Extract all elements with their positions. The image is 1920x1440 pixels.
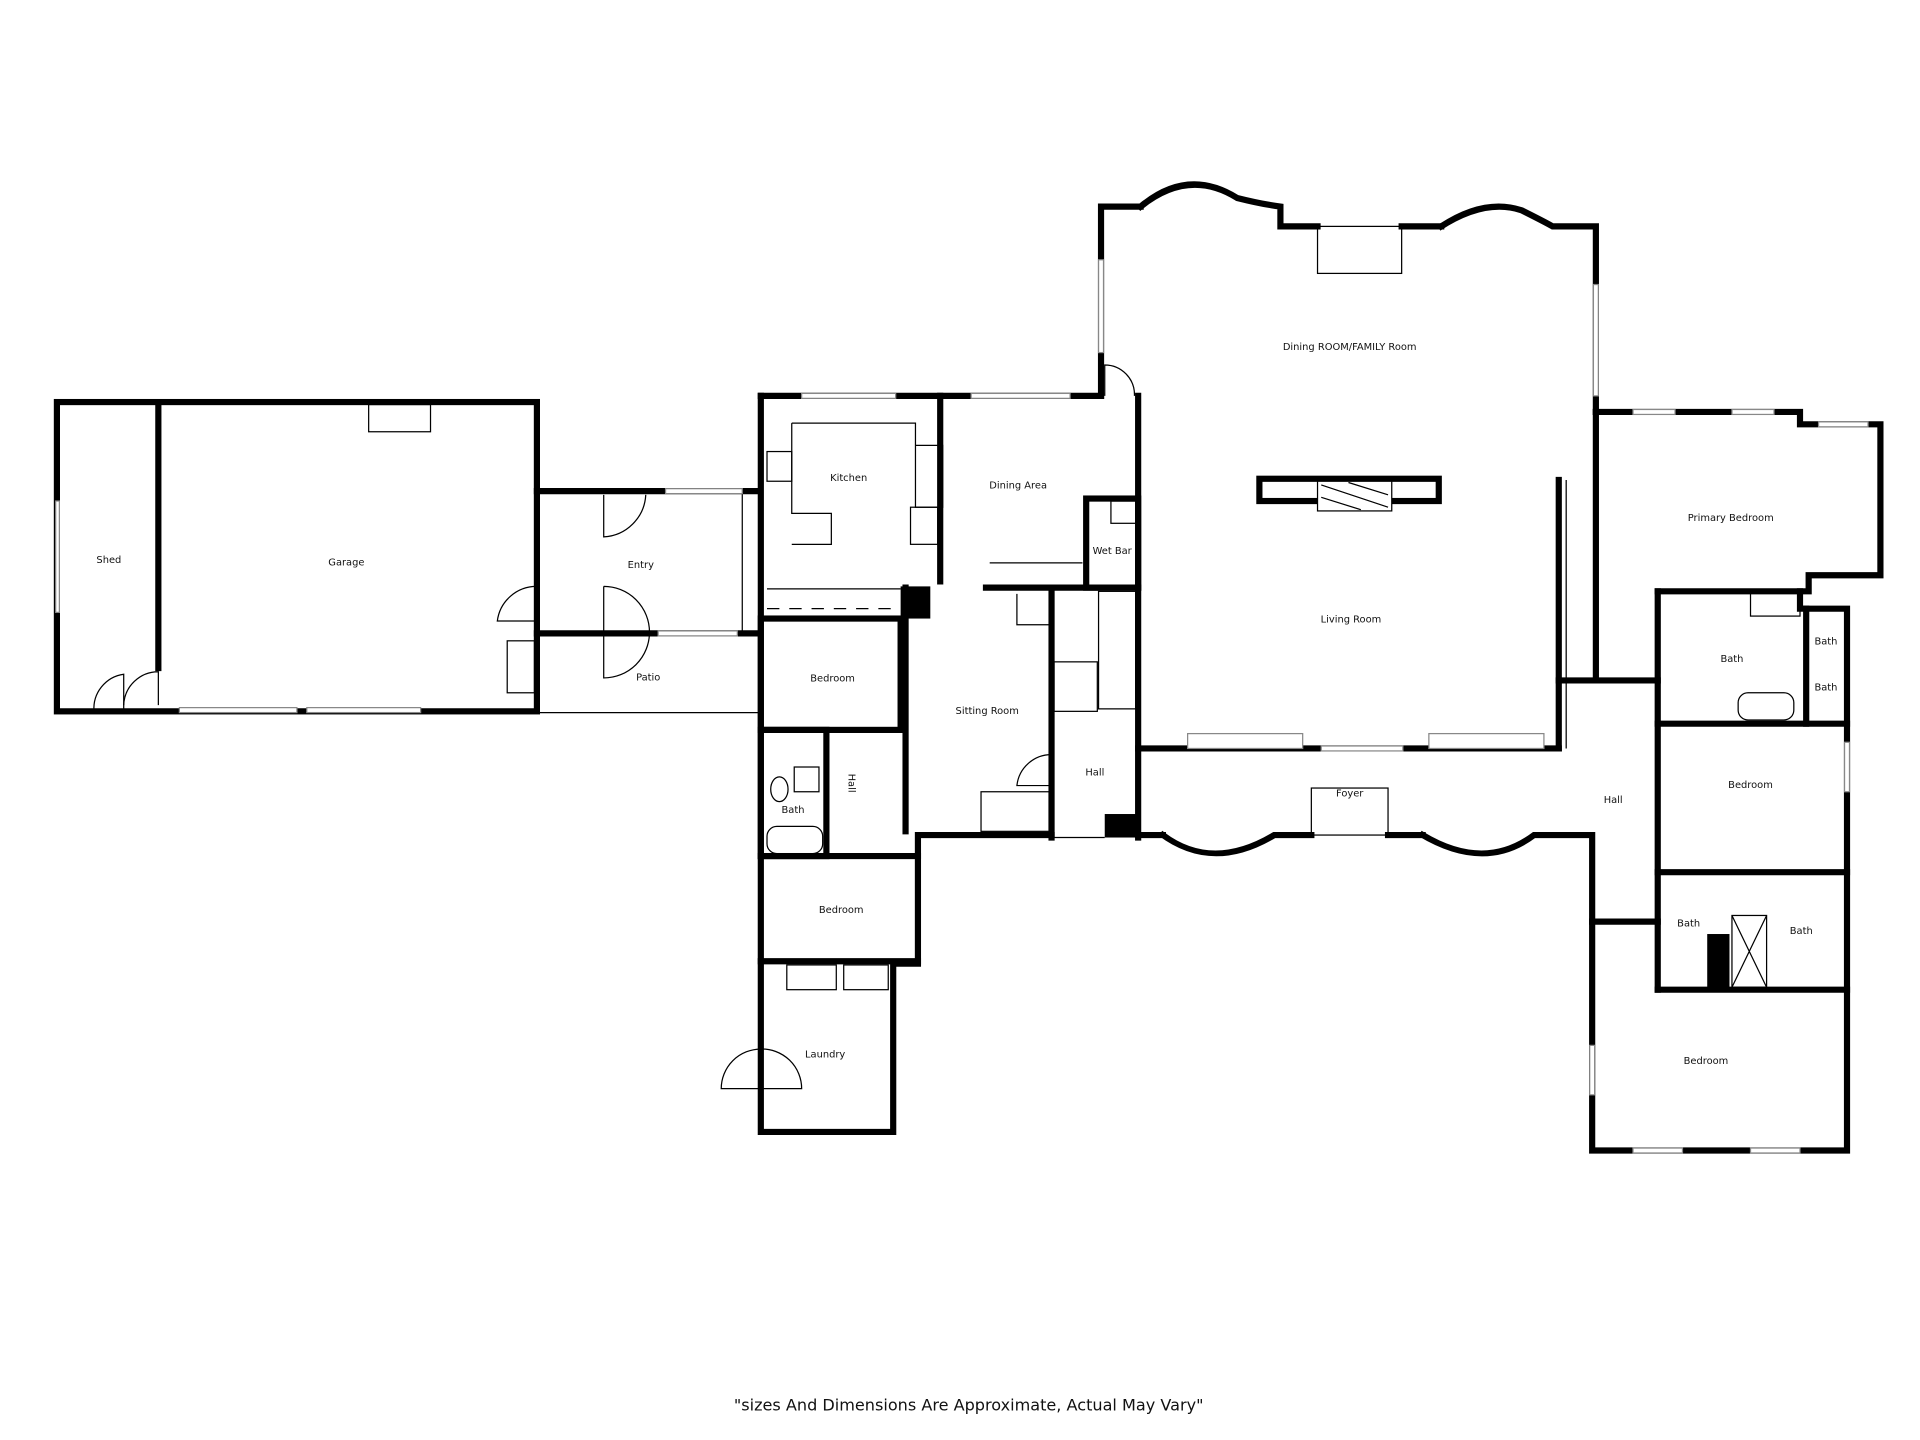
room-label-bath-small: Bath [1814,682,1837,693]
room-label-laundry: Laundry [805,1050,845,1061]
room-label-bedroom: Bedroom [1684,1056,1729,1067]
room-label-bath: Bath [1677,919,1700,930]
room-label-dining-family: Dining ROOM/FAMILY Room [1283,342,1417,353]
garage-walls [53,398,540,715]
great-room-walls [1097,181,1599,841]
room-label-wet-bar: Wet Bar [1093,546,1133,557]
room-label-bedroom: Bedroom [1728,780,1773,791]
room-label-kitchen: Kitchen [830,473,867,484]
right-wing-walls [1555,588,1851,1154]
room-label-bath: Bath [782,805,805,816]
room-label-shed: Shed [96,555,121,566]
room-label-sitting-room: Sitting Room [956,706,1019,717]
room-label-living-room: Living Room [1321,614,1382,625]
room-label-bath-primary: Bath [1720,654,1743,665]
primary-bedroom-walls [1592,408,1884,684]
wet-bar-walls [1083,495,1142,591]
room-label-bedroom: Bedroom [819,905,864,916]
room-label-hall-left: Hall [846,774,857,793]
room-label-primary-bedroom: Primary Bedroom [1688,513,1774,524]
room-label-foyer: Foyer [1336,789,1364,800]
room-label-bath: Bath [1790,926,1813,937]
room-label-hall: Hall [1085,768,1104,779]
room-label-entry: Entry [628,560,654,571]
room-label-bath-small: Bath [1814,637,1837,648]
room-label-garage: Garage [328,557,364,568]
room-label-patio: Patio [636,672,660,683]
room-label-hall-right: Hall [1604,795,1623,806]
kitchen-walls [757,392,1142,1136]
disclaimer-text: "sizes And Dimensions Are Approximate, A… [734,1395,1204,1414]
room-label-dining-area: Dining Area [989,481,1047,492]
left-wing-walls [720,584,1137,1090]
entry-walls [533,488,763,714]
foyer-walls [1051,787,1593,857]
room-label-bedroom: Bedroom [810,674,855,685]
